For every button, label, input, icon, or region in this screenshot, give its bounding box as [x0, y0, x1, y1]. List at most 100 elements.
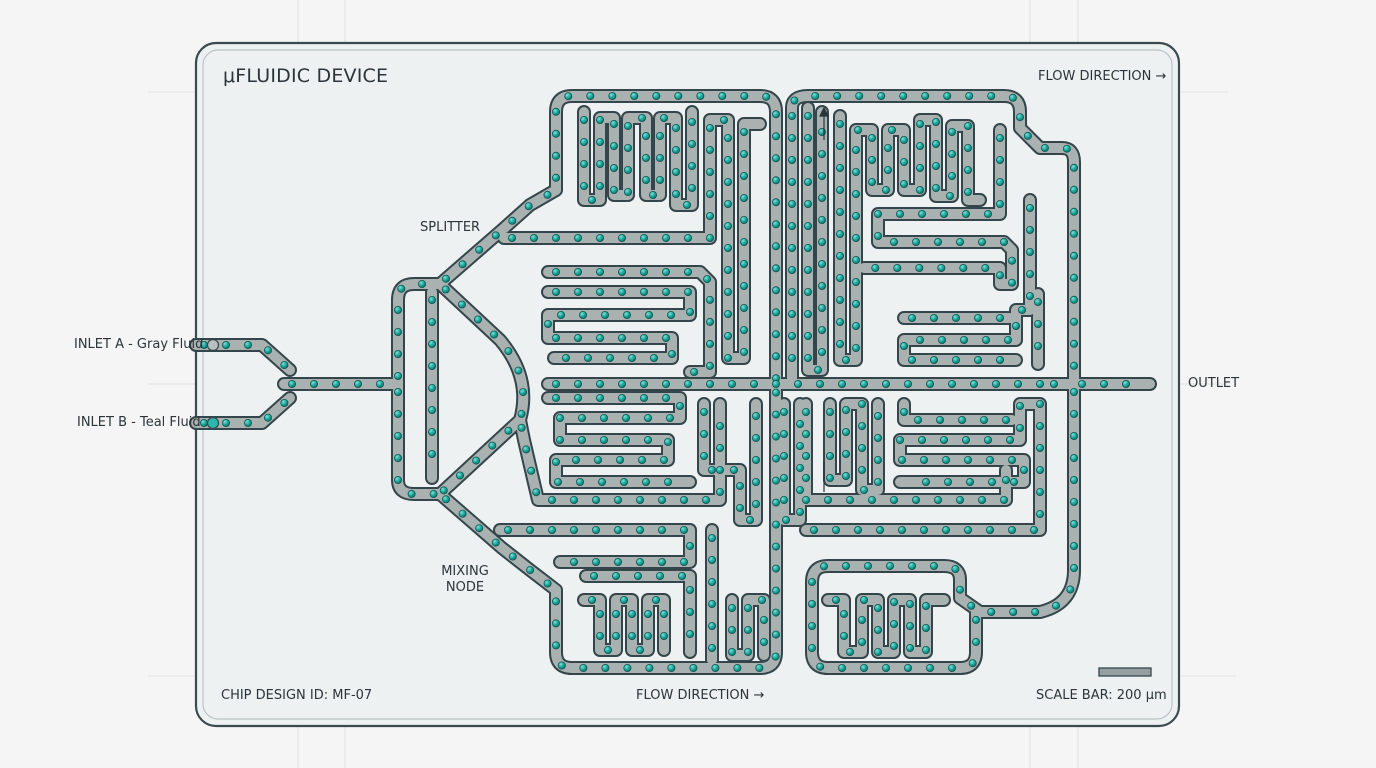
bead — [552, 641, 561, 650]
bead — [940, 209, 949, 218]
mixing-node-line2: NODE — [445, 580, 485, 595]
bead — [934, 495, 943, 504]
bead — [1026, 247, 1035, 256]
bead — [1026, 225, 1035, 234]
bead — [579, 664, 588, 673]
bead — [752, 433, 761, 442]
bead — [491, 538, 500, 547]
bead — [736, 503, 745, 512]
bead — [964, 165, 973, 174]
bead — [708, 578, 717, 587]
bead — [1004, 335, 1013, 344]
bead — [601, 664, 610, 673]
bead — [724, 221, 733, 230]
bead — [884, 165, 893, 174]
bead — [858, 399, 867, 408]
bead — [996, 133, 1005, 142]
inlet-a-label: INLET A - Gray Fluid — [74, 337, 204, 352]
bead — [624, 165, 633, 174]
bead — [429, 489, 438, 498]
scale-bar-label: SCALE BAR: 200 μm — [1036, 688, 1167, 703]
bead — [818, 149, 827, 158]
bead — [596, 233, 605, 242]
bead — [772, 308, 781, 317]
bead — [724, 287, 733, 296]
bead — [816, 662, 825, 671]
bead — [656, 175, 665, 184]
bead — [614, 558, 623, 567]
bead — [760, 638, 769, 647]
bead — [802, 495, 811, 504]
bead — [574, 267, 583, 276]
bead — [664, 437, 673, 446]
bead — [612, 572, 621, 581]
bead — [930, 355, 939, 364]
bead — [962, 435, 971, 444]
bead — [596, 181, 605, 190]
bead — [740, 215, 749, 224]
bead — [974, 313, 983, 322]
bead — [842, 405, 851, 414]
bead — [578, 435, 587, 444]
bead — [788, 309, 797, 318]
bead — [796, 441, 805, 450]
bead — [934, 237, 943, 246]
bead — [858, 443, 867, 452]
bead — [552, 379, 561, 388]
bead — [842, 355, 851, 364]
bead — [964, 455, 973, 464]
bead — [868, 133, 877, 142]
bead — [596, 610, 605, 619]
bead — [624, 143, 633, 152]
bead — [530, 233, 539, 242]
bead — [772, 286, 781, 295]
bead — [1008, 278, 1017, 287]
bead — [802, 451, 811, 460]
bead — [772, 264, 781, 273]
bead — [507, 233, 516, 242]
bead — [1062, 144, 1071, 153]
bead — [642, 175, 651, 184]
bead — [686, 586, 695, 595]
bead — [1070, 251, 1079, 260]
bead — [688, 139, 697, 148]
bead — [638, 455, 647, 464]
bead — [572, 455, 581, 464]
bead — [818, 237, 827, 246]
bead — [836, 185, 845, 194]
bead — [1034, 297, 1043, 306]
bead — [802, 473, 811, 482]
bead — [836, 339, 845, 348]
bead — [932, 183, 941, 192]
bead — [942, 455, 951, 464]
bead — [730, 465, 739, 474]
bead — [942, 526, 951, 535]
bead — [488, 441, 497, 450]
bead — [808, 644, 817, 653]
flow-direction-bottom: FLOW DIRECTION → — [636, 688, 765, 703]
bead — [353, 379, 362, 388]
bead — [644, 435, 653, 444]
bead — [804, 199, 813, 208]
bead — [527, 466, 536, 475]
bead — [552, 267, 561, 276]
bead — [716, 421, 725, 430]
bead — [574, 379, 583, 388]
bead — [610, 141, 619, 150]
bead — [716, 465, 725, 474]
flow-direction-top: FLOW DIRECTION → — [1038, 69, 1167, 84]
bead — [690, 367, 699, 376]
bead — [820, 562, 829, 571]
bead — [1070, 273, 1079, 282]
bead — [688, 118, 697, 127]
bead — [618, 233, 627, 242]
bead — [1016, 423, 1025, 432]
bead — [896, 435, 905, 444]
bead — [427, 361, 436, 370]
bead — [596, 267, 605, 276]
bead — [996, 177, 1005, 186]
bead — [280, 360, 289, 369]
bead — [686, 307, 695, 316]
bead — [1070, 542, 1079, 551]
bead — [900, 407, 909, 416]
